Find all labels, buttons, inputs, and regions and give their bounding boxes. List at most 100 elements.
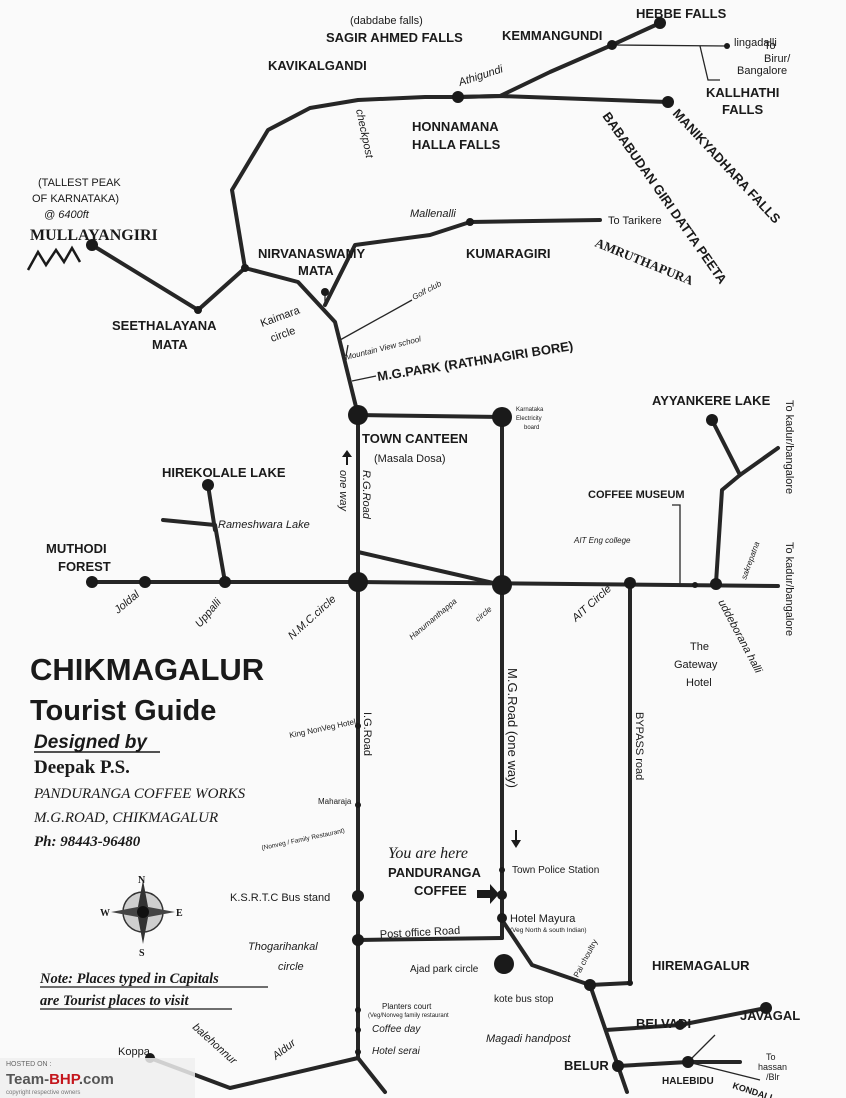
label-ait-circle: AIT Circle xyxy=(569,583,614,625)
leader-golf xyxy=(339,299,413,341)
node-seethalayana xyxy=(194,306,202,314)
node-joldal xyxy=(139,576,151,588)
node-ayyankere xyxy=(706,414,718,426)
title-line-2: Tourist Guide xyxy=(30,695,216,727)
label-koppa: Koppa xyxy=(118,1046,151,1058)
label-seethalayana-2: MATA xyxy=(152,337,188,352)
label-kallhathi-1: KALLHATHI xyxy=(706,85,779,100)
label-gateway-2: Gateway xyxy=(674,659,718,671)
node-ksrtc xyxy=(352,890,364,902)
label-to-kadur-2: To kadur/bangalore xyxy=(783,542,795,636)
label-hirekolale: HIREKOLALE LAKE xyxy=(162,465,286,480)
node-ajad-park xyxy=(494,954,514,974)
node-magadi xyxy=(584,979,596,991)
you-are-here-label: You are here xyxy=(388,845,468,862)
label-to-birur-2: Birur/ xyxy=(764,53,791,65)
note-line-2: are Tourist places to visit xyxy=(40,993,189,1009)
node-belvadi xyxy=(675,1020,685,1030)
label-honnamana-1: HONNAMANA xyxy=(412,119,499,134)
label-bababudan: BABABUDAN GIRI DATTA PEETA xyxy=(600,109,731,287)
label-kseb-3: board xyxy=(524,425,539,431)
node-hirekolale xyxy=(202,479,214,491)
label-golf: Golf club xyxy=(411,279,444,302)
node-coffee-day xyxy=(355,1027,361,1033)
road-seethalayana xyxy=(90,243,247,312)
label-sakrepatna: sakrepatna xyxy=(739,540,761,581)
label-ayyankere: AYYANKERE LAKE xyxy=(652,393,771,408)
node-thogarihankal xyxy=(352,934,364,946)
you-are-here: You are here PANDURANGA COFFEE xyxy=(388,845,482,898)
label-joldal: Joldal xyxy=(111,588,142,617)
label-muthodi-2: FOREST xyxy=(58,559,111,574)
node-kseb xyxy=(492,407,512,427)
label-coffee-day: Coffee day xyxy=(372,1024,421,1035)
label-planters-1: Planters court xyxy=(382,1002,432,1011)
label-thogarihankal-1: Thogarihankal xyxy=(248,941,318,953)
label-ksrtc: K.S.R.T.C Bus stand xyxy=(230,892,330,904)
leader-mountain xyxy=(345,344,349,357)
watermark-brand: Team-BHP.com xyxy=(6,1071,114,1088)
road-east xyxy=(356,580,780,588)
compass-e: E xyxy=(176,908,183,919)
label-rameshwara: Rameshwara Lake xyxy=(218,519,310,531)
node-hanumanthappa xyxy=(492,575,512,595)
label-maharaja-2: (Nonveg / Family Restaurant) xyxy=(261,827,345,851)
org-phone: Ph: 98443-96480 xyxy=(34,834,141,850)
label-kavikalgandi: KAVIKALGANDI xyxy=(268,58,367,73)
node-uppalli xyxy=(219,576,231,588)
label-magadi: Magadi handpost xyxy=(486,1033,571,1045)
node-ait-circle xyxy=(624,577,636,589)
watermark-copy: copyright respective owners xyxy=(6,1090,80,1096)
label-ait-eng: AIT Eng college xyxy=(573,536,631,545)
label-nirvanaswamy-2: MATA xyxy=(298,263,334,278)
labels: HEBBE FALLS lingadalli To Birur/ Bangalo… xyxy=(30,6,800,1098)
label-nirvanaswamy-1: NIRVANASWAMY xyxy=(258,246,365,261)
node-hotel-serai xyxy=(355,1049,361,1055)
watermark-bg xyxy=(0,1058,195,1098)
label-amruthapura: AMRUTHAPURA xyxy=(593,235,696,288)
road-coffee-museum xyxy=(672,504,681,586)
note-block: Note: Places typed in Capitals are Touri… xyxy=(39,971,219,1009)
label-ig-road: I.G.Road xyxy=(361,712,373,756)
road-belur xyxy=(588,983,629,1094)
label-to-hassan-2: hassan xyxy=(758,1062,787,1072)
label-aldur: Aldur xyxy=(270,1036,299,1063)
label-tallest-1: (TALLEST PEAK xyxy=(38,177,121,189)
label-to-birur-3: Bangalore xyxy=(737,65,787,77)
label-mallenalli: Mallenalli xyxy=(410,208,456,220)
road-halebidu xyxy=(616,1060,742,1068)
label-seethalayana-1: SEETHALAYANA xyxy=(112,318,217,333)
label-kseb-1: Karnataka xyxy=(516,407,544,413)
label-mg-road: M.G.Road (one way) xyxy=(505,668,520,788)
author: Deepak P.S. xyxy=(34,757,130,778)
title-line-1: CHIKMAGALUR xyxy=(30,652,264,687)
watermark: HOSTED ON : Team-BHP.com copyright respe… xyxy=(0,1058,195,1098)
label-tallest-2: OF KARNATAKA) xyxy=(32,193,119,205)
label-to-tarikere: To Tarikere xyxy=(608,215,662,227)
label-dabdabe: (dabdabe falls) xyxy=(350,15,423,27)
label-bypass: BYPASS road xyxy=(633,712,645,780)
label-hotel-mayura: Hotel Mayura xyxy=(510,913,576,925)
label-hanumanthappa-2: circle xyxy=(474,604,495,623)
road-post-office xyxy=(356,936,504,942)
label-town-canteen: TOWN CANTEEN xyxy=(362,431,468,446)
you-are-here-place-2: COFFEE xyxy=(414,883,467,898)
road-kondali xyxy=(686,1034,761,1081)
label-athigundi: Athigundi xyxy=(456,63,505,89)
designed-by: Designed by xyxy=(34,732,148,753)
label-sagir: SAGIR AHMED FALLS xyxy=(326,30,463,45)
label-kallhathi-2: FALLS xyxy=(722,102,763,117)
one-way-arrow-up-icon xyxy=(342,450,352,465)
label-muthodi-1: MUTHODI xyxy=(46,541,107,556)
road-ayyankere xyxy=(710,418,742,585)
node-kemmangundi xyxy=(607,40,617,50)
note-line-1: Note: Places typed in Capitals xyxy=(39,971,219,987)
node-maharaja xyxy=(355,802,361,808)
label-pai: Pai choultry xyxy=(572,938,600,979)
label-checkpost: checkpost xyxy=(353,108,375,160)
road-south-exit xyxy=(356,1056,387,1094)
label-hebbe: HEBBE FALLS xyxy=(636,6,727,21)
node-hiremagalur xyxy=(627,980,633,986)
road-network xyxy=(90,21,780,1094)
